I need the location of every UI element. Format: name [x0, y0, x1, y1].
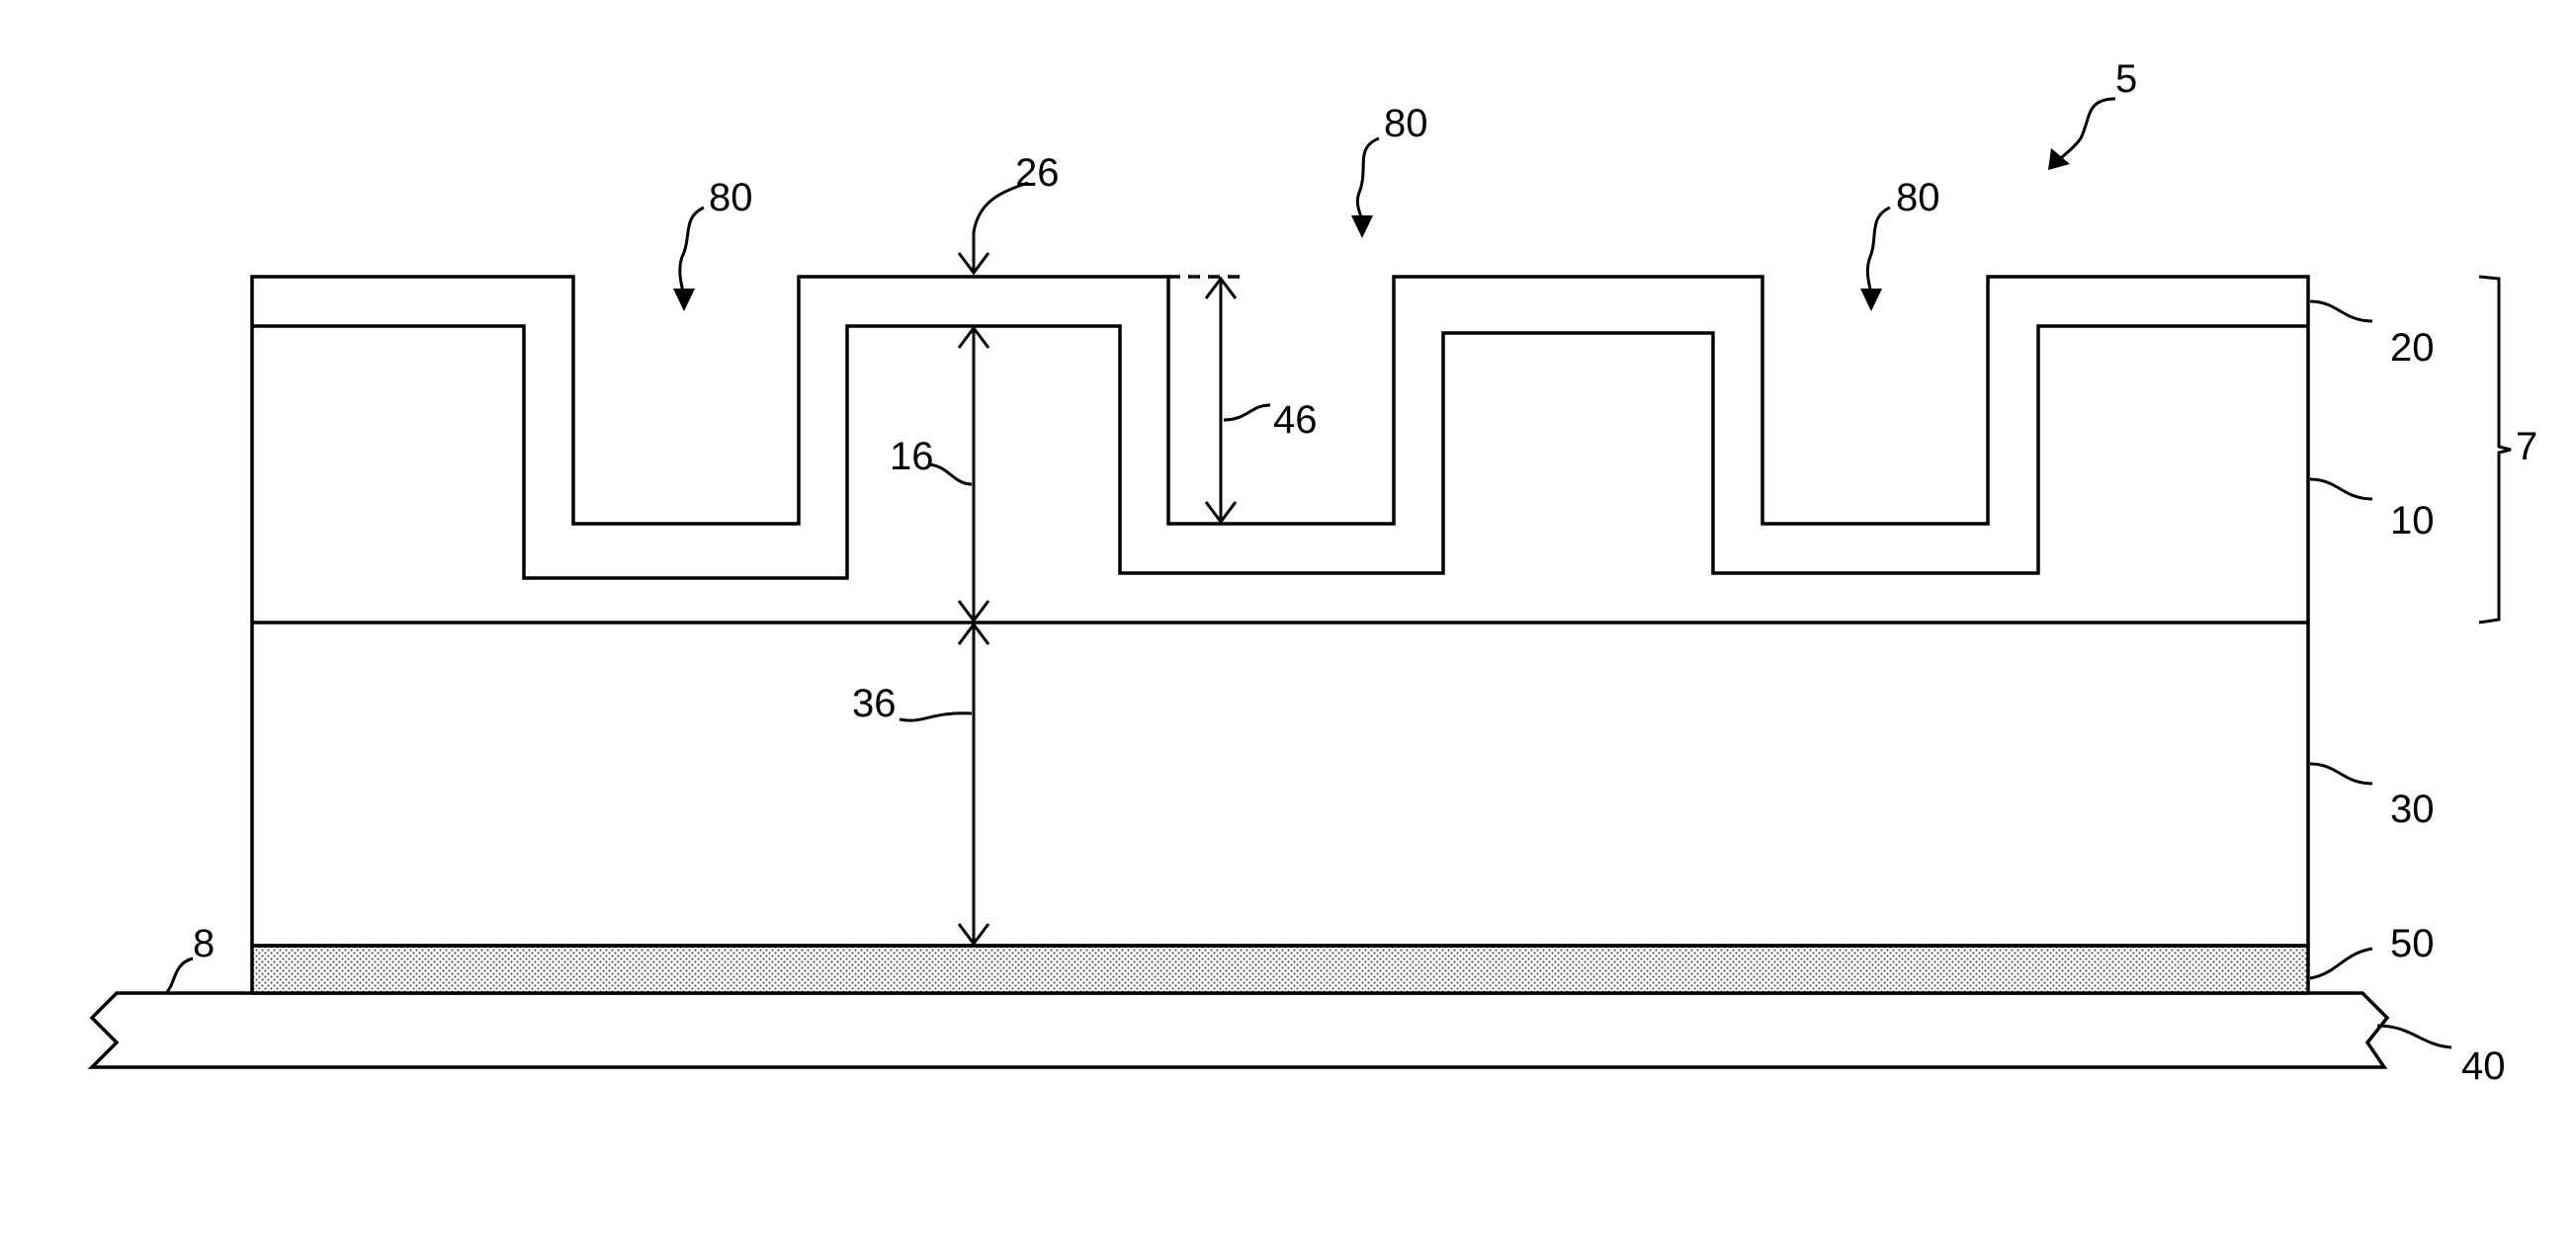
leader-20: [2310, 301, 2372, 321]
label-16: 16: [890, 435, 934, 478]
leader-36: [900, 713, 972, 720]
label-40: 40: [2461, 1044, 2506, 1088]
leader-46: [1224, 405, 1270, 420]
label-80-right: 80: [1896, 176, 1940, 219]
arrow-26: [959, 183, 1028, 273]
stippled-layer-50: [252, 946, 2308, 993]
label-8: 8: [193, 922, 215, 965]
label-5: 5: [2115, 57, 2137, 101]
bracket-7: [2479, 277, 2511, 623]
leader-50: [2310, 949, 2372, 978]
label-80-left: 80: [709, 176, 753, 219]
arrow-5: [2048, 99, 2115, 170]
arrow-80-left: [673, 208, 704, 311]
label-30: 30: [2390, 788, 2435, 831]
leader-40: [2377, 1026, 2451, 1047]
dimension-46: [1206, 279, 1236, 522]
label-46: 46: [1273, 398, 1318, 442]
leader-10: [2310, 479, 2372, 499]
layer-20-inner-interface: [252, 326, 2308, 578]
leader-30: [2310, 764, 2372, 784]
label-26: 26: [1015, 151, 1060, 195]
label-80-center: 80: [1384, 102, 1428, 145]
label-20: 20: [2390, 326, 2435, 370]
label-10: 10: [2390, 499, 2435, 542]
leader-8: [166, 959, 193, 993]
layer-30: [252, 623, 2308, 946]
label-50: 50: [2390, 922, 2435, 965]
dimension-16: [959, 328, 988, 621]
leader-16: [929, 464, 972, 484]
substrate-40: [92, 993, 2387, 1067]
label-7: 7: [2516, 425, 2537, 468]
arrow-80-center: [1351, 138, 1379, 238]
dimension-36: [959, 625, 988, 944]
layer-10-outer: [252, 277, 2308, 623]
label-36: 36: [852, 682, 897, 725]
arrow-80-right: [1860, 208, 1890, 311]
